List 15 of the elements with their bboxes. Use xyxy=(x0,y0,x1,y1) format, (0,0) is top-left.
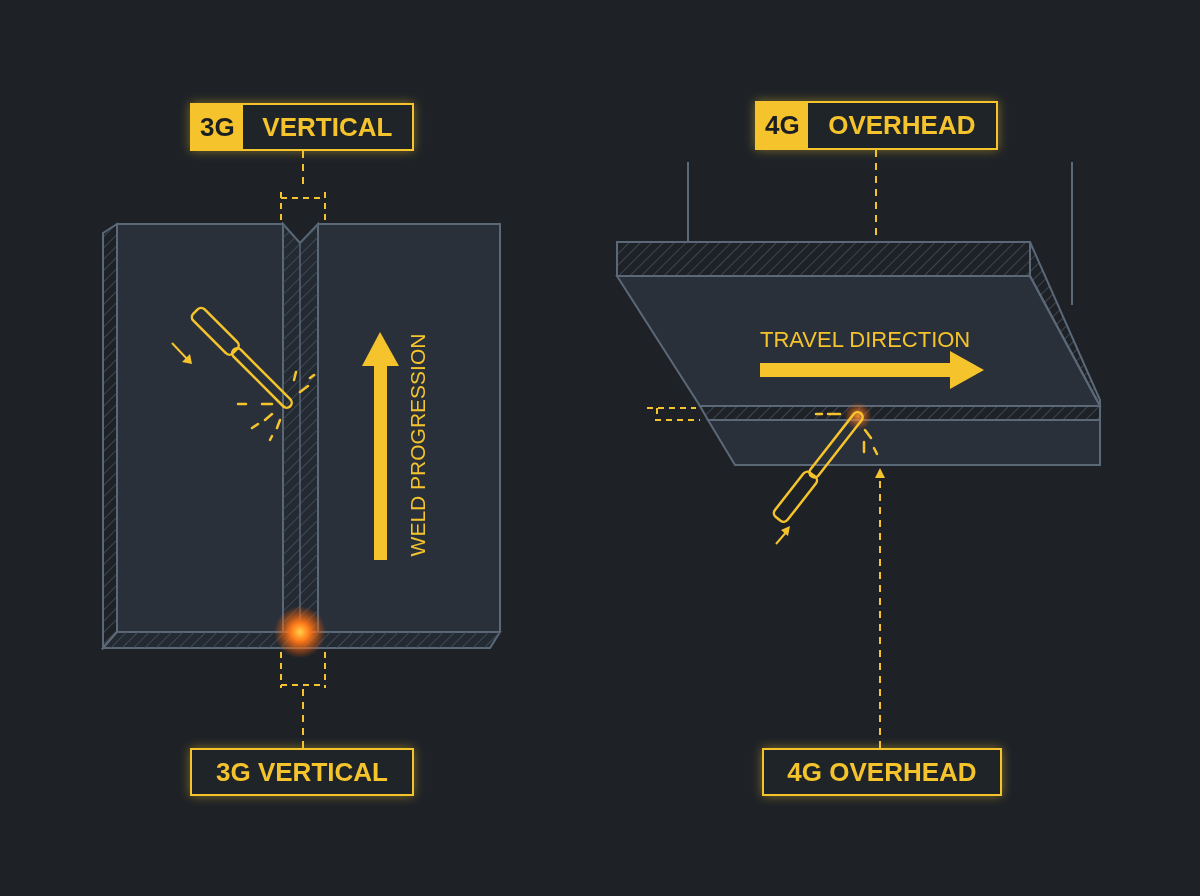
position-code: 4G xyxy=(757,103,808,148)
arrow xyxy=(875,468,885,749)
leader-line xyxy=(302,687,304,749)
direction-label: TRAVEL DIRECTION xyxy=(760,326,971,354)
position-name: OVERHEAD xyxy=(827,109,977,142)
position-label: 3G VERTICAL xyxy=(215,755,389,789)
label-box xyxy=(762,748,1002,796)
position-code: 3G xyxy=(192,105,243,149)
position-label: 4G OVERHEAD xyxy=(786,755,978,789)
direction-label: WELD PROGRESSION xyxy=(405,333,431,557)
label-box xyxy=(190,103,414,151)
label-box xyxy=(190,748,414,796)
vertical-plates-drawing xyxy=(100,190,504,688)
position-name: VERTICAL xyxy=(261,110,394,144)
label-box xyxy=(755,101,998,150)
